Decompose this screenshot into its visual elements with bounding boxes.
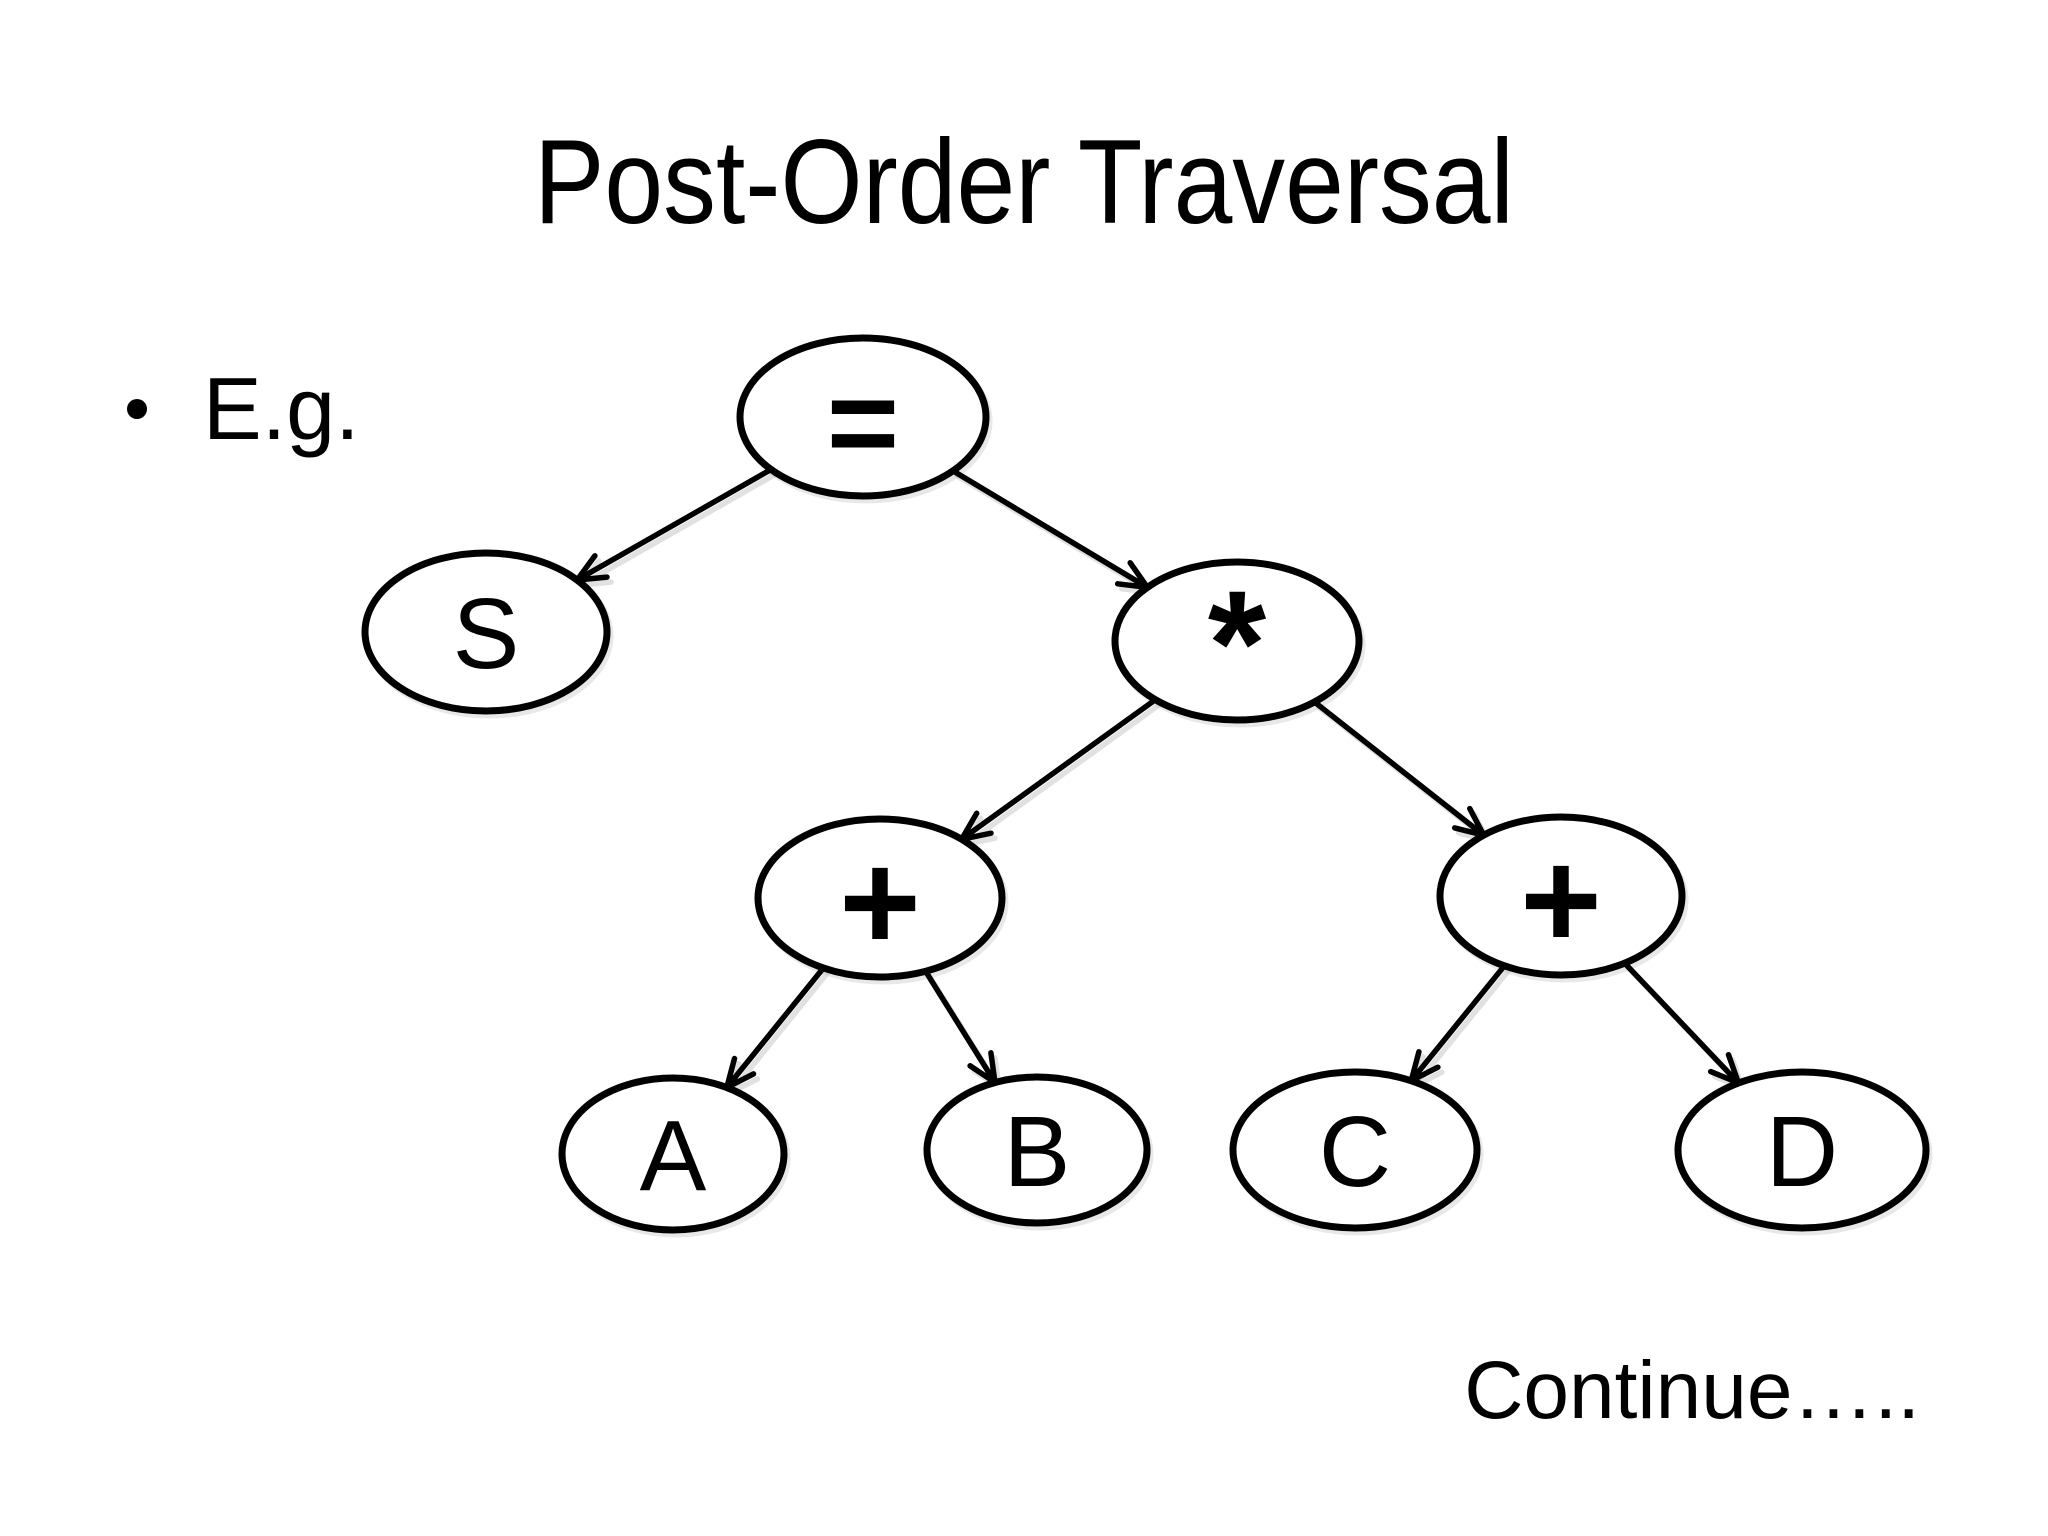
tree-edge-plusL-B <box>922 968 998 1086</box>
tree-edge-plusR-D <box>1621 960 1742 1086</box>
tree-node-D <box>1674 1068 1930 1232</box>
tree-edges <box>574 466 1742 1091</box>
tree-node-plusR <box>1436 813 1686 979</box>
tree-node-label-plusR: + <box>1520 821 1602 978</box>
tree-node-label-B: B <box>1004 1096 1071 1208</box>
tree-node-labels: = S * + + A B C D <box>453 354 1838 1212</box>
bullet-dot <box>127 399 147 419</box>
tree-edge-shadow-eq-S <box>578 471 778 588</box>
tree-edge-eq-mul <box>950 468 1151 591</box>
edge-shadows <box>578 471 1746 1096</box>
tree-edge-shadow-plusR-C <box>1412 968 1512 1089</box>
tree-edge-shadow-plusL-A <box>728 970 831 1096</box>
tree-edge-plusR-C <box>1408 963 1508 1084</box>
tree-node-A <box>558 1074 788 1234</box>
tree-node-label-plusL: + <box>839 823 921 980</box>
tree-edge-plusL-A <box>724 965 827 1091</box>
tree-node-label-C: C <box>1319 1096 1391 1208</box>
tree-node-label-D: D <box>1766 1096 1838 1208</box>
bullet-text: E.g. <box>203 359 360 458</box>
footer-continue-text: Continue….. <box>1464 1345 1920 1436</box>
tree-node-label-A: A <box>640 1100 707 1212</box>
tree-node-S <box>361 549 611 715</box>
tree-node-C <box>1229 1068 1481 1232</box>
tree-node-label-S: S <box>453 578 520 690</box>
tree-edge-shadow-mul-plusL <box>962 701 1163 848</box>
tree-node-B <box>923 1073 1151 1227</box>
tree-node-label-mul: * <box>1208 559 1267 727</box>
tree-edge-eq-S <box>574 466 774 583</box>
tree-node-plusL <box>754 815 1006 981</box>
tree-nodes <box>361 334 1930 1234</box>
tree-edge-mul-plusR <box>1311 699 1487 838</box>
tree-edge-mul-plusL <box>958 696 1159 843</box>
tree-node-eq <box>736 334 990 500</box>
slide-title: Post-Order Traversal <box>533 115 1514 249</box>
tree-node-label-eq: = <box>827 354 899 492</box>
tree-node-mul <box>1111 558 1363 724</box>
